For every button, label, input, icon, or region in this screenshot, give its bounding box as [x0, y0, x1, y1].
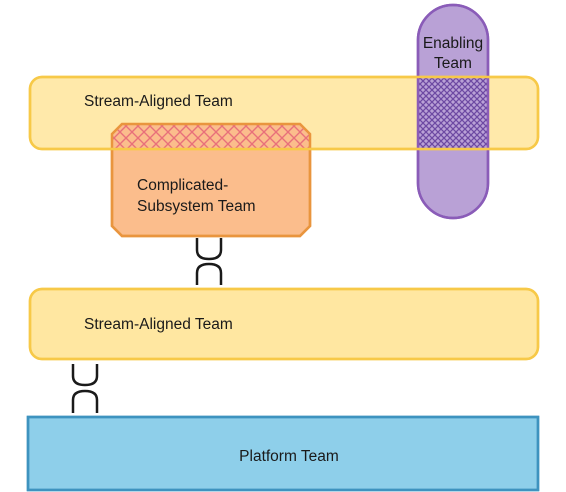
complicated-subsystem-label-line2: Subsystem Team — [137, 198, 256, 215]
connector-lower-bottom-cup — [71, 389, 99, 413]
platform-team-label: Platform Team — [239, 448, 339, 465]
stream-aligned-team-bottom-outline — [28, 287, 540, 361]
enabling-team-outline — [416, 3, 490, 220]
x-as-a-service-connector-upper — [195, 238, 223, 285]
connector-upper-bottom-cup — [195, 262, 223, 285]
complicated-subsystem-label-line1: Complicated- — [137, 177, 228, 194]
stream-aligned-team-top-label: Stream-Aligned Team — [84, 93, 233, 110]
enabling-team-label-line2: Team — [434, 55, 472, 72]
connector-lower-top-cup — [71, 364, 99, 387]
enabling-team-label-line1: Enabling — [423, 35, 483, 52]
enabling-overlap-hatch — [418, 77, 488, 149]
x-as-a-service-connector-lower — [71, 364, 99, 413]
connector-upper-top-cup — [195, 238, 223, 261]
stream-aligned-team-bottom-label: Stream-Aligned Team — [84, 316, 233, 333]
stream-aligned-team-top-outline — [28, 75, 540, 151]
platform-team-outline — [26, 415, 540, 492]
complicated-subsystem-outline — [110, 122, 312, 238]
complicated-subsystem-overlap-hatch — [112, 124, 310, 149]
